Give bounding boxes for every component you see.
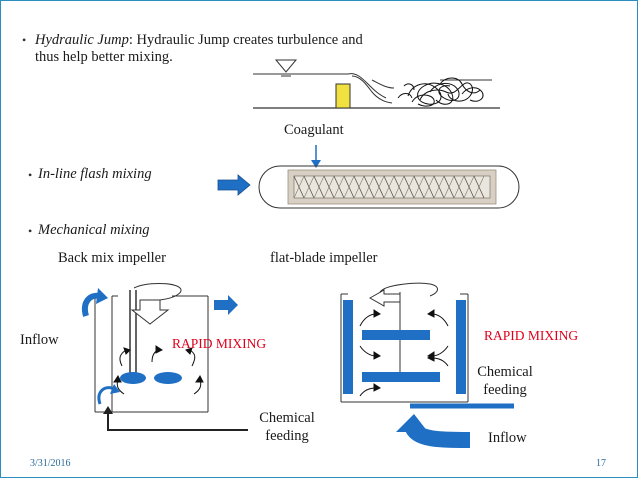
hydraulic-jump-line2: thus help better mixing. bbox=[35, 49, 173, 65]
coagulant-arrow-head bbox=[311, 160, 321, 168]
flat-blade-impeller-label: flat-blade impeller bbox=[270, 250, 378, 266]
left-chemical-label-1: Chemical bbox=[259, 410, 315, 426]
flat-blade-tank bbox=[340, 292, 469, 403]
right-rapid-mixing-label: RAPID MIXING bbox=[484, 328, 579, 343]
turbulence-scribble bbox=[397, 77, 484, 107]
left-chemical-label-2: feeding bbox=[265, 428, 309, 444]
right-inflow-label: Inflow bbox=[488, 430, 527, 446]
back-mix-tank bbox=[94, 290, 209, 413]
hydraulic-jump-term: Hydraulic Jump bbox=[35, 32, 129, 48]
hydraulic-jump-line1: Hydraulic Jump: Hydraulic Jump creates t… bbox=[35, 32, 363, 49]
mechanical-mixing-label: Mechanical mixing bbox=[38, 222, 150, 238]
left-chemical-feed-pipe bbox=[107, 412, 248, 431]
back-mix-outflow-arrow bbox=[214, 295, 238, 315]
bullet-marker: • bbox=[22, 33, 27, 47]
bullet-marker: • bbox=[28, 224, 33, 238]
impeller-blade-right bbox=[154, 372, 182, 384]
footer-date: 3/31/2016 bbox=[30, 458, 71, 469]
back-mix-impeller-label: Back mix impeller bbox=[58, 250, 166, 266]
left-curved-arrow-head bbox=[96, 288, 108, 304]
left-bottom-arrow bbox=[97, 386, 113, 405]
bullet-marker: • bbox=[28, 168, 33, 182]
baffle-left bbox=[343, 300, 353, 394]
left-chemical-feed-arrow bbox=[103, 406, 113, 414]
hydraulic-jump-desc: : Hydraulic Jump creates turbulence and bbox=[128, 32, 363, 48]
inline-flash-mixing-label: In-line flash mixing bbox=[38, 166, 152, 182]
coagulant-label: Coagulant bbox=[284, 122, 344, 138]
water-level-icon bbox=[274, 59, 298, 77]
flat-blade-flow-arrow bbox=[368, 289, 401, 307]
impeller-blade-left bbox=[120, 372, 146, 384]
left-tank-flow-arrows bbox=[113, 345, 204, 395]
left-bottom-arrow-head bbox=[110, 384, 120, 394]
right-chemical-label-2: feeding bbox=[483, 382, 527, 398]
baffle-right bbox=[456, 300, 466, 394]
flat-blade-upper bbox=[362, 330, 430, 340]
left-inflow-label: Inflow bbox=[20, 332, 59, 348]
rotation-arc bbox=[133, 283, 182, 301]
inline-flow-arrow bbox=[217, 174, 251, 196]
footer-page-number: 17 bbox=[596, 458, 606, 469]
flat-blade-lower bbox=[362, 372, 440, 382]
static-mixer-pattern bbox=[293, 175, 491, 199]
flat-blade-rotation-arc bbox=[379, 282, 438, 297]
right-tank-flow-arrows bbox=[359, 309, 449, 397]
right-chemical-label-1: Chemical bbox=[477, 364, 533, 380]
hydraulic-jump-drawing bbox=[253, 73, 500, 109]
back-mix-flow-arrow bbox=[130, 299, 170, 325]
inline-pipe bbox=[258, 165, 520, 209]
right-inflow-arrow-head bbox=[396, 414, 428, 432]
weir-block bbox=[335, 83, 351, 109]
left-rapid-mixing-label: RAPID MIXING bbox=[172, 336, 267, 351]
